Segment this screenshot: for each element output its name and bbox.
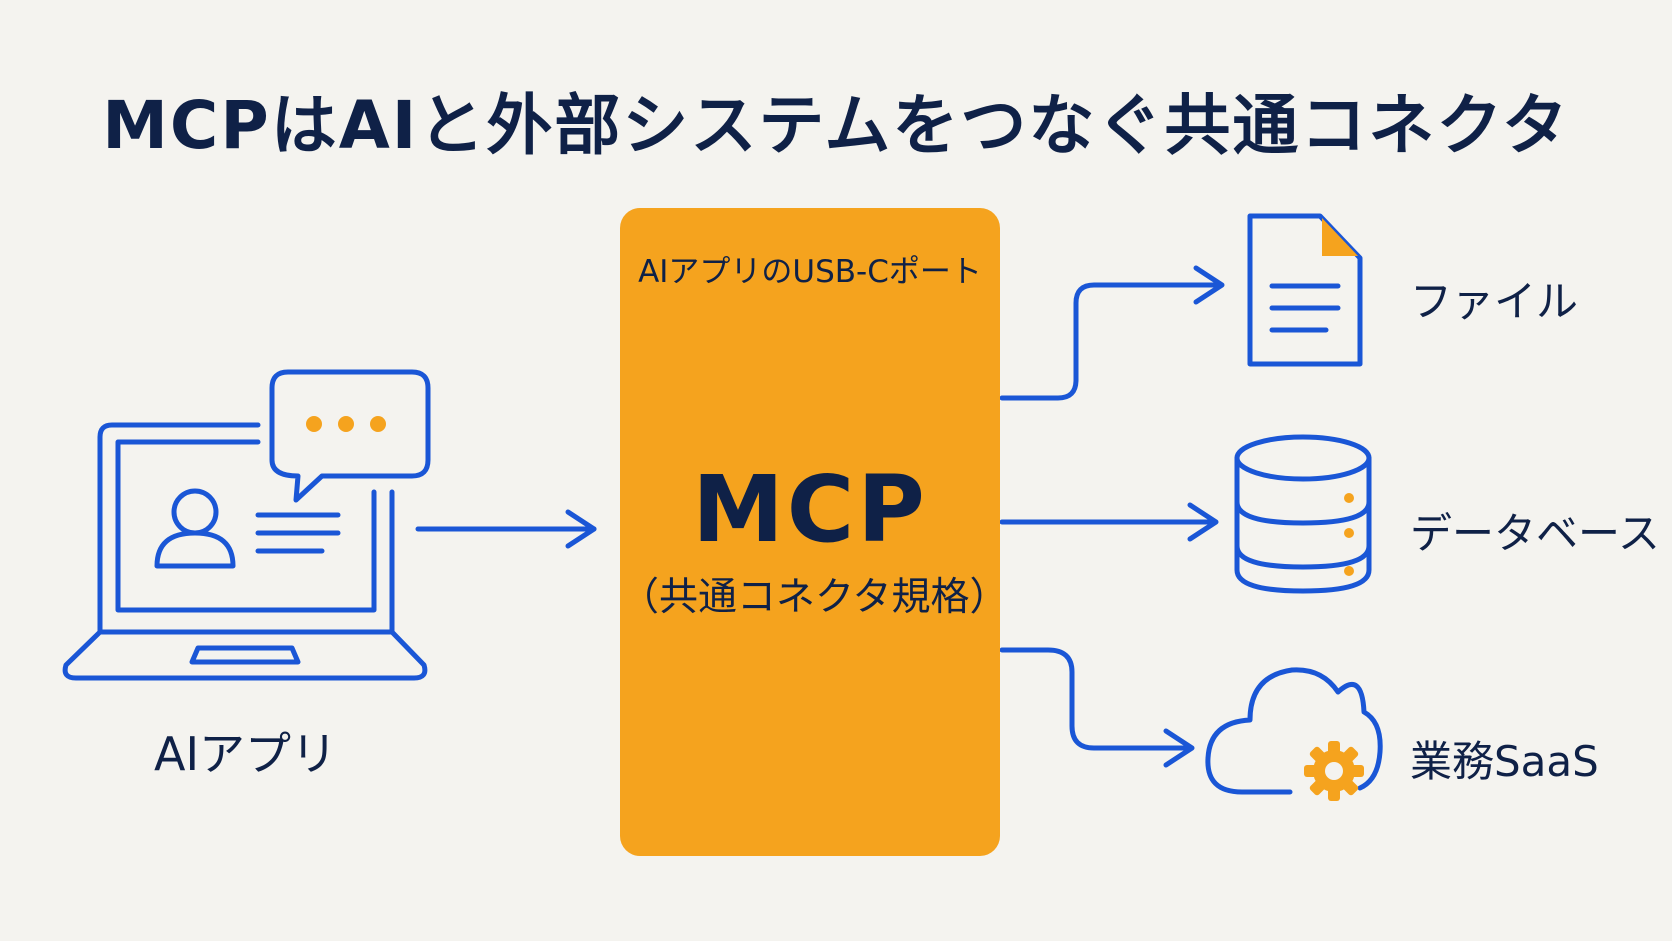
db-led-icon bbox=[1344, 528, 1354, 538]
dot-icon bbox=[338, 416, 354, 432]
document-icon bbox=[1247, 213, 1363, 367]
dot-icon bbox=[370, 416, 386, 432]
mcp-box: AIアプリのUSB-Cポート MCP （共通コネクタ規格） bbox=[620, 208, 1009, 856]
mcp-name: MCP bbox=[692, 456, 928, 563]
saas-label: 業務SaaS bbox=[1410, 737, 1599, 786]
database-label: データベース bbox=[1410, 509, 1660, 558]
db-led-icon bbox=[1344, 493, 1354, 503]
database-icon bbox=[1234, 434, 1372, 594]
cloud-gear-icon bbox=[1205, 667, 1383, 795]
dot-icon bbox=[306, 416, 322, 432]
laptop-chat-icon bbox=[62, 369, 431, 681]
arrow-mcp-to-database bbox=[999, 502, 1219, 542]
page-fold-icon bbox=[1322, 218, 1358, 256]
arrow-mcp-to-file bbox=[999, 265, 1225, 401]
mcp-description: （共通コネクタ規格） bbox=[620, 575, 1009, 620]
page-title: MCPはAIと外部システムをつなぐ共通コネクタ bbox=[102, 87, 1570, 164]
arrow-mcp-to-saas bbox=[999, 647, 1195, 768]
db-led-icon bbox=[1344, 566, 1354, 576]
mcp-subtitle: AIアプリのUSB-Cポート bbox=[638, 254, 982, 290]
ai-app-label: AIアプリ bbox=[154, 727, 338, 781]
arrow-app-to-mcp bbox=[415, 509, 597, 549]
orange-accents bbox=[306, 218, 1358, 576]
file-label: ファイル bbox=[1410, 277, 1579, 326]
gear-icon bbox=[1304, 741, 1364, 801]
